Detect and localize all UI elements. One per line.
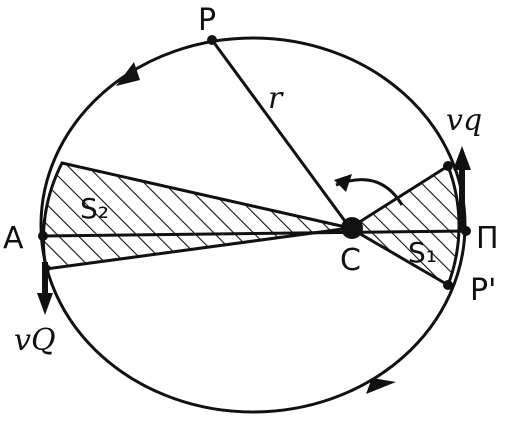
angle-arc-arrowhead <box>334 174 352 192</box>
label-perihelion: П <box>476 221 499 256</box>
label-s2: S₂ <box>80 192 109 225</box>
orbit-arrow-bottom <box>366 378 396 394</box>
label-c: C <box>340 243 361 278</box>
velocity-arrowhead-aphelion <box>37 293 53 315</box>
label-r: r <box>268 81 284 116</box>
point-left-upper <box>42 265 50 273</box>
velocity-arrowhead-perihelion <box>453 146 471 170</box>
label-s1: S₁ <box>408 236 437 269</box>
label-p-prime: P' <box>470 273 496 308</box>
sector-s1 <box>347 163 461 288</box>
label-p: P <box>198 3 216 38</box>
label-a: A <box>3 221 24 256</box>
point-p <box>207 35 217 45</box>
point-perihelion <box>461 226 471 236</box>
label-velocity-aphelion: vQ <box>14 323 56 358</box>
orbit-arrow-top <box>116 62 140 86</box>
point-upper-right <box>443 161 453 171</box>
point-p-prime <box>443 280 453 290</box>
major-axis <box>42 229 467 238</box>
central-body <box>341 217 363 239</box>
point-a <box>38 231 48 241</box>
label-velocity-perihelion: vq <box>446 103 482 138</box>
radius-line <box>210 39 352 229</box>
